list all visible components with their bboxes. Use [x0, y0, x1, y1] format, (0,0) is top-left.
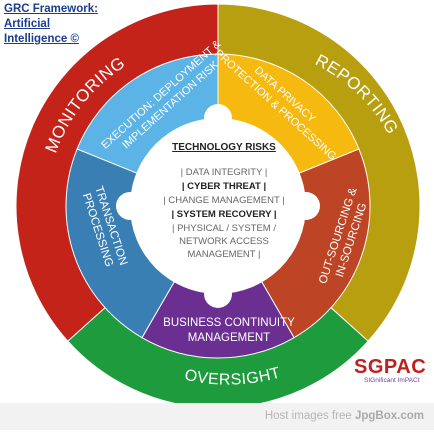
- sgpac-logo: SGPAC SIGnificant ImPACt: [354, 356, 430, 400]
- title-line-3: Intelligence ©: [4, 33, 79, 45]
- hub-tab-right: [292, 192, 320, 220]
- logo-mark: SGPAC: [354, 356, 427, 378]
- center-heading: TECHNOLOGY RISKS: [172, 142, 276, 153]
- center-hub: [130, 118, 306, 294]
- risk-physical-access-1: | PHYSICAL / SYSTEM /: [172, 223, 276, 234]
- title-line-2: Artificial: [4, 18, 51, 30]
- risk-physical-access-3: MANAGEMENT |: [187, 249, 260, 260]
- bcm-label-line2: MANAGEMENT: [188, 332, 270, 344]
- risk-cyber-threat: | CYBER THREAT |: [182, 181, 266, 192]
- bcm-label-line1: BUSINESS CONTINUITY: [163, 317, 295, 329]
- hub-tab-bottom: [204, 280, 232, 308]
- risk-system-recovery: | SYSTEM RECOVERY |: [171, 209, 276, 220]
- risk-physical-access-2: NETWORK ACCESS: [179, 236, 269, 247]
- footer-credit[interactable]: Host images free JpgBox.com: [265, 410, 424, 422]
- risk-change-management: | CHANGE MANAGEMENT |: [163, 195, 284, 206]
- footer-bar: [0, 403, 434, 430]
- logo-tagline: SIGnificant ImPACt: [364, 377, 420, 384]
- hub-tab-top: [204, 104, 232, 132]
- title-line-1: GRC Framework:: [4, 3, 98, 15]
- page-title: GRC Framework: Artificial Intelligence ©: [4, 2, 124, 47]
- footer-brand-link[interactable]: JpgBox.com: [354, 410, 424, 422]
- risk-data-integrity: | DATA INTEGRITY |: [181, 167, 268, 178]
- footer-text: Host images free: [264, 410, 352, 422]
- hub-tab-left: [116, 192, 144, 220]
